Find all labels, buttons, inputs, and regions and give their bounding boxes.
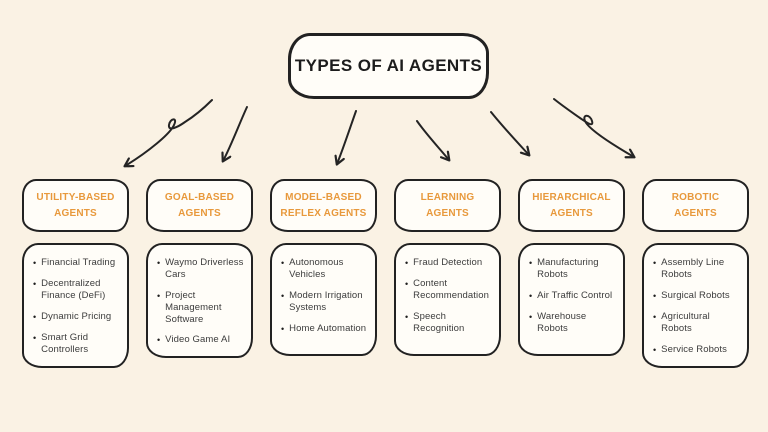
category-node: HIERARCHICAL AGENTS [518, 179, 625, 232]
agent-category-columns: UTILITY-BASED AGENTS •Financial Trading•… [0, 179, 768, 368]
list-item-label: Decentralized Finance (DeFi) [41, 278, 106, 301]
examples-node: • Waymo Driverless Cars • Project Managemen… [146, 243, 253, 359]
root-node-types-of-ai-agents: TYPES OF AI AGENTS [288, 33, 489, 99]
bullet-icon: • [157, 258, 161, 268]
list-item: • Service Robots [653, 344, 742, 356]
bullet-icon: • [653, 258, 657, 268]
examples-node: • Autonomous Vehicles • Modern Irrigation S… [270, 243, 377, 356]
list-item: • Air Traffic Control [529, 290, 618, 302]
list-item-label: Warehouse Robots [537, 310, 587, 334]
bullet-icon: • [529, 311, 533, 322]
bullet-icon: • [33, 311, 37, 322]
category-heading: MODEL-BASED REFLEX AGENTS [280, 192, 367, 219]
bullet-icon: • [33, 332, 37, 343]
list-item-label: Speech Recognition [413, 310, 465, 334]
list-item-label: Surgical Robots [661, 289, 730, 301]
list-item: • Autonomous Vehicles [281, 257, 370, 281]
bullet-icon: • [281, 258, 285, 268]
list-item-label: Content Recommendation [413, 278, 490, 301]
list-item-label: Modern Irrigation Systems [289, 289, 363, 313]
list-item-label: Service Robots [661, 343, 727, 355]
arrow-to-hierarchical [490, 111, 531, 157]
bullet-icon: • [33, 279, 37, 289]
agent-column: LEARNING AGENTS • Fraud Detection • Content… [394, 179, 501, 368]
list-item: • Video Game AI [157, 334, 246, 346]
list-item-label: Video Game AI [165, 334, 231, 346]
list-item: • Fraud Detection [405, 257, 494, 269]
bullet-icon: • [529, 290, 533, 301]
list-item-label: Financial Trading [41, 257, 116, 268]
category-heading: UTILITY-BASED AGENTS [36, 192, 115, 219]
agent-column: ROBOTIC AGENTS • Assembly Line Robots • Sur… [642, 179, 749, 368]
arrow-to-model-based-reflex [334, 110, 357, 166]
list-item: • Dynamic Pricing [33, 311, 122, 323]
list-item: • Speech Recognition [405, 311, 494, 335]
list-item: • Assembly Line Robots [653, 257, 742, 281]
arrow-to-goal-based [221, 106, 248, 163]
arrow-to-utility-based [123, 99, 213, 168]
diagram-title: TYPES OF AI AGENTS [294, 56, 483, 75]
list-item: • Modern Irrigation Systems [281, 290, 370, 314]
category-heading: HIERARCHICAL AGENTS [532, 192, 611, 219]
category-node: UTILITY-BASED AGENTS [22, 179, 129, 232]
list-item: • Content Recommendation [405, 278, 494, 302]
list-item-label: Waymo Driverless Cars [165, 257, 244, 280]
list-item-label: Agricultural Robots [661, 310, 710, 334]
agent-column: UTILITY-BASED AGENTS •Financial Trading•… [22, 179, 129, 368]
list-item: • Manufacturing Robots [529, 257, 618, 281]
bullet-icon: • [653, 311, 657, 322]
list-item: • Smart Grid Controllers [33, 332, 122, 356]
arrow-to-robotic [553, 98, 636, 159]
list-item: • Project Management Software [157, 290, 246, 326]
category-heading: GOAL-BASED AGENTS [164, 192, 235, 219]
list-item: • Financial Trading [33, 257, 122, 269]
list-item-label: Smart Grid Controllers [41, 331, 89, 355]
bullet-icon: • [653, 344, 657, 355]
bullet-icon: • [33, 258, 37, 268]
bullet-icon: • [281, 290, 285, 301]
bullet-icon: • [157, 290, 161, 301]
list-item: • Waymo Driverless Cars [157, 257, 246, 281]
arrow-to-learning [416, 120, 451, 162]
category-node: MODEL-BASED REFLEX AGENTS [270, 179, 377, 232]
examples-node: • Assembly Line Robots • Surgical Robots • Ag… [642, 243, 749, 368]
bullet-icon: • [405, 279, 409, 289]
examples-node: • Manufacturing Robots • Air Traffic Contro… [518, 243, 625, 356]
category-heading: LEARNING AGENTS [420, 192, 475, 219]
list-item-label: Home Automation [289, 322, 367, 334]
list-item: • Decentralized Finance (DeFi) [33, 278, 122, 302]
list-item-label: Manufacturing Robots [537, 257, 599, 280]
list-item: • Warehouse Robots [529, 311, 618, 335]
category-heading: ROBOTIC AGENTS [671, 192, 720, 219]
list-item-label: Assembly Line Robots [661, 257, 725, 280]
list-item-label: Dynamic Pricing [41, 310, 112, 322]
list-item-label: Fraud Detection [413, 257, 483, 268]
bullet-icon: • [529, 258, 533, 268]
list-item-label: Autonomous Vehicles [289, 257, 344, 280]
examples-node: • Financial Trading • Decentralized Finance… [22, 243, 129, 368]
bullet-icon: • [405, 258, 409, 268]
list-item: • Surgical Robots [653, 290, 742, 302]
bullet-icon: • [157, 335, 161, 346]
category-node: GOAL-BASED AGENTS [146, 179, 253, 232]
list-item: • Home Automation [281, 323, 370, 335]
category-node: ROBOTIC AGENTS [642, 179, 749, 232]
bullet-icon: • [281, 323, 285, 334]
examples-node: •Fraud Detection•Content Recommendation•… [394, 243, 501, 356]
bullet-icon: • [405, 311, 409, 322]
category-node: LEARNING AGENTS [394, 179, 501, 232]
bullet-icon: • [653, 290, 657, 301]
list-item-label: Air Traffic Control [537, 289, 613, 301]
list-item-label: Project Management Software [165, 289, 222, 325]
agent-column: MODEL-BASED REFLEX AGENTS • Autonomous Ve… [270, 179, 377, 368]
list-item: • Agricultural Robots [653, 311, 742, 335]
agent-column: HIERARCHICAL AGENTS • Manufacturing Robot… [518, 179, 625, 368]
agent-column: GOAL-BASED AGENTS • Waymo Driverless Cars… [146, 179, 253, 368]
